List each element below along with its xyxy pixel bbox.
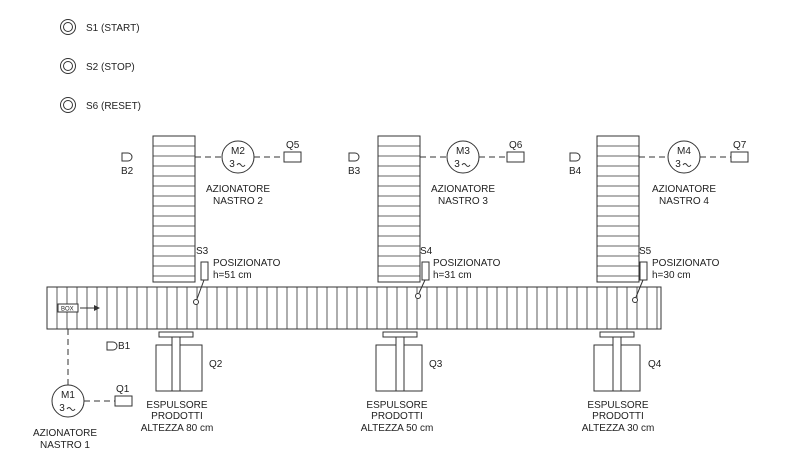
motor-m2-caption-1: AZIONATORE: [206, 184, 270, 195]
pusher-q3-line2: PRODOTTI: [371, 411, 423, 422]
motor-m4-caption-2: NASTRO 4: [659, 196, 709, 207]
arrow-right-icon: [94, 305, 100, 311]
motor-m3-caption-2: NASTRO 3: [438, 196, 488, 207]
position-label-1: POSIZIONATO: [213, 258, 281, 269]
limit-switch-s3: S3 POSIZIONATO h=51 cm: [193, 246, 281, 305]
ac-wave-icon: [236, 163, 246, 167]
contactor-q1-label: Q1: [116, 384, 130, 395]
motor-m3-name: M3: [456, 146, 470, 157]
contactor-q5: [283, 151, 302, 163]
pusher-q2-line3: ALTEZZA 80 cm: [141, 423, 214, 434]
motor-m1-name: M1: [61, 390, 75, 401]
motor-m3-phase: 3: [454, 159, 460, 170]
contactor-q7-label: Q7: [733, 140, 747, 151]
side-conveyor-slats: [153, 145, 639, 277]
sensor-b4-label: B4: [569, 166, 582, 177]
ac-wave-icon: [682, 163, 692, 167]
motor-m4-name: M4: [677, 146, 691, 157]
pusher-q4-line2: PRODOTTI: [592, 411, 644, 422]
motor-m3-caption-1: AZIONATORE: [431, 184, 495, 195]
pusher-q3-line1: ESPULSORE: [366, 400, 427, 411]
motor-m3: M3 3: [446, 140, 480, 174]
sensor-b4: B4: [569, 152, 582, 177]
motor-m1: M1 3: [51, 384, 85, 418]
motor-m4-caption-1: AZIONATORE: [652, 184, 716, 195]
start-button-label: S1 (START): [86, 23, 140, 34]
stop-button: S2 (STOP): [60, 58, 135, 74]
motor-m2-name: M2: [231, 146, 245, 157]
sensor-b3-label: B3: [348, 166, 361, 177]
ac-wave-icon: [66, 407, 76, 411]
position-label-2: POSIZIONATO: [433, 258, 501, 269]
motor-m1-caption-2: NASTRO 1: [40, 440, 90, 451]
limit-switch-s5: S5 POSIZIONATO h=30 cm: [632, 246, 720, 303]
side-conveyor-2: [152, 135, 196, 283]
limit-switch-s5-label: S5: [639, 246, 652, 257]
stop-button-label: S2 (STOP): [86, 62, 135, 73]
contactor-q6-label: Q6: [509, 140, 523, 151]
motor-m2: M2 3: [221, 140, 255, 174]
side-conveyor-4: [596, 135, 640, 283]
contactor-q5-label: Q5: [286, 140, 300, 151]
pusher-q4-line1: ESPULSORE: [587, 400, 648, 411]
limit-switch-s3-label: S3: [196, 246, 209, 257]
contactor-q6: [506, 151, 525, 163]
pusher-q2: Q2 ESPULSORE PRODOTTI ALTEZZA 80 cm: [141, 331, 223, 434]
motor-m2-phase: 3: [229, 159, 235, 170]
pusher-q2-line1: ESPULSORE: [146, 400, 207, 411]
contactor-q7: [730, 151, 749, 163]
motor-m1-phase: 3: [59, 403, 65, 414]
motor-m4: M4 3: [667, 140, 701, 174]
valve-q3-label: Q3: [429, 359, 443, 370]
pusher-q3: Q3 ESPULSORE PRODOTTI ALTEZZA 50 cm: [361, 331, 443, 434]
side-conveyors: [152, 135, 640, 283]
limit-switch-s4: S4 POSIZIONATO h=31 cm: [415, 246, 501, 299]
pusher-q4: Q4 ESPULSORE PRODOTTI ALTEZZA 30 cm: [582, 331, 662, 434]
motor-m4-phase: 3: [675, 159, 681, 170]
sensor-b1: B1: [106, 341, 131, 352]
start-button: S1 (START): [60, 19, 140, 35]
reset-button-label: S6 (RESET): [86, 101, 141, 112]
sensor-b3: B3: [348, 152, 361, 177]
position-height-2: h=31 cm: [433, 270, 472, 281]
pusher-q3-line3: ALTEZZA 50 cm: [361, 423, 434, 434]
limit-switch-s4-label: S4: [420, 246, 433, 257]
sensor-b2-label: B2: [121, 166, 134, 177]
side-conveyor-3: [377, 135, 421, 283]
box: BOX: [57, 303, 100, 313]
contactor-q1: [114, 395, 133, 407]
valve-q2-label: Q2: [209, 359, 223, 370]
position-label-3: POSIZIONATO: [652, 258, 720, 269]
box-label: BOX: [61, 307, 74, 313]
sensor-b1-label: B1: [118, 341, 131, 352]
ac-wave-icon: [461, 163, 471, 167]
main-conveyor-slats: [56, 287, 658, 329]
valve-q4-label: Q4: [648, 359, 662, 370]
motor-m1-caption-1: AZIONATORE: [33, 428, 97, 439]
position-height-3: h=30 cm: [652, 270, 691, 281]
reset-button: S6 (RESET): [60, 97, 141, 113]
main-conveyor: [46, 286, 662, 330]
position-height-1: h=51 cm: [213, 270, 252, 281]
motor-m2-caption-2: NASTRO 2: [213, 196, 263, 207]
sensor-b2: B2: [121, 152, 134, 177]
pusher-q2-line2: PRODOTTI: [151, 411, 203, 422]
pusher-q4-line3: ALTEZZA 30 cm: [582, 423, 655, 434]
